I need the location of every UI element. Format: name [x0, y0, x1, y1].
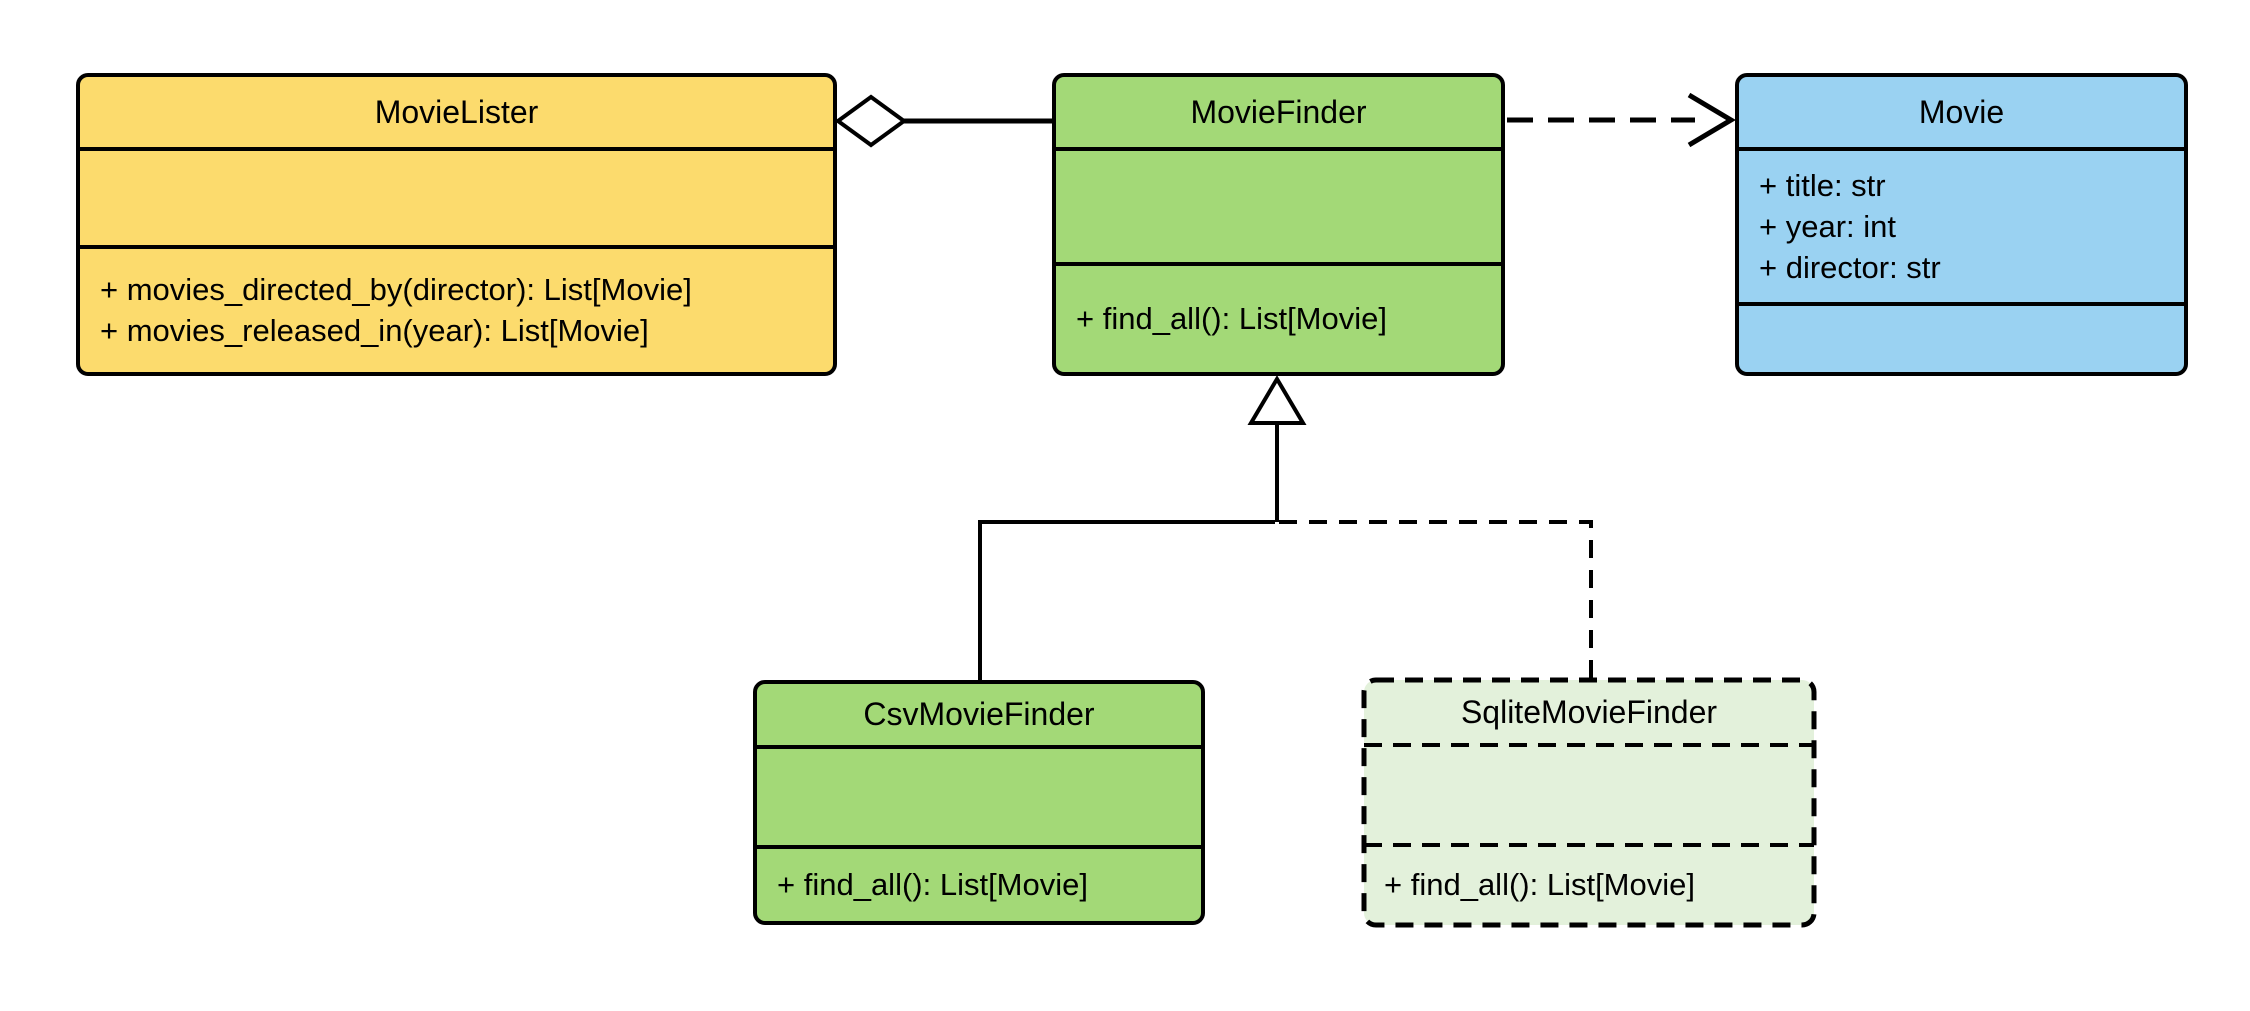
class-moviefinder-methods: + find_all(): List[Movie]: [1056, 262, 1501, 372]
method-entry: + movies_directed_by(director): List[Mov…: [100, 272, 692, 307]
class-movie: Movie + title: str + year: int + directo…: [1735, 73, 2188, 376]
method-entry: + movies_released_in(year): List[Movie]: [100, 313, 649, 348]
method-entry: + find_all(): List[Movie]: [1384, 867, 1695, 902]
class-movielister-title: MovieLister: [374, 93, 539, 130]
dependency-arrowhead-icon: [1687, 92, 1736, 148]
aggregation-connector: [834, 94, 1054, 148]
class-sqlitemoviefinder: SqliteMovieFinder + find_all(): List[Mov…: [1364, 680, 1814, 925]
attribute-entry: + director: str: [1759, 249, 1941, 285]
class-sqlitemoviefinder-title: SqliteMovieFinder: [1460, 694, 1718, 730]
class-csvmoviefinder-methods: + find_all(): List[Movie]: [757, 845, 1201, 921]
class-sqlitemoviefinder-attributes: [1364, 745, 1814, 845]
class-csvmoviefinder-attributes: [757, 745, 1201, 845]
class-moviefinder: MovieFinder + find_all(): List[Movie]: [1052, 73, 1505, 376]
class-movie-methods: [1739, 302, 2184, 372]
class-csvmoviefinder-title: CsvMovieFinder: [863, 696, 1095, 732]
class-movie-title: Movie: [1918, 93, 2005, 130]
class-moviefinder-title: MovieFinder: [1190, 93, 1367, 130]
aggregation-diamond-icon: [834, 94, 908, 148]
generalization-connector: [978, 375, 1593, 682]
class-sqlitemoviefinder-methods: + find_all(): List[Movie]: [1364, 845, 1814, 925]
generalization-line-sqlite: [1279, 520, 1593, 682]
class-movielister-attributes: [80, 147, 833, 245]
dependency-connector: [1507, 92, 1736, 148]
method-entry: + find_all(): List[Movie]: [1076, 301, 1387, 336]
class-movielister-methods: + movies_directed_by(director): List[Mov…: [80, 245, 833, 372]
class-moviefinder-attributes: [1056, 147, 1501, 262]
class-movielister: MovieLister + movies_directed_by(directo…: [76, 73, 837, 376]
attribute-entry: + title: str: [1759, 167, 1886, 203]
inheritance-triangle-icon: [1247, 375, 1307, 425]
generalization-line-csv: [978, 520, 1275, 682]
method-entry: + find_all(): List[Movie]: [777, 867, 1088, 902]
class-csvmoviefinder: CsvMovieFinder + find_all(): List[Movie]: [753, 680, 1205, 925]
attribute-entry: + year: int: [1759, 208, 1896, 244]
class-movie-attributes: + title: str + year: int + director: str: [1739, 147, 2184, 302]
